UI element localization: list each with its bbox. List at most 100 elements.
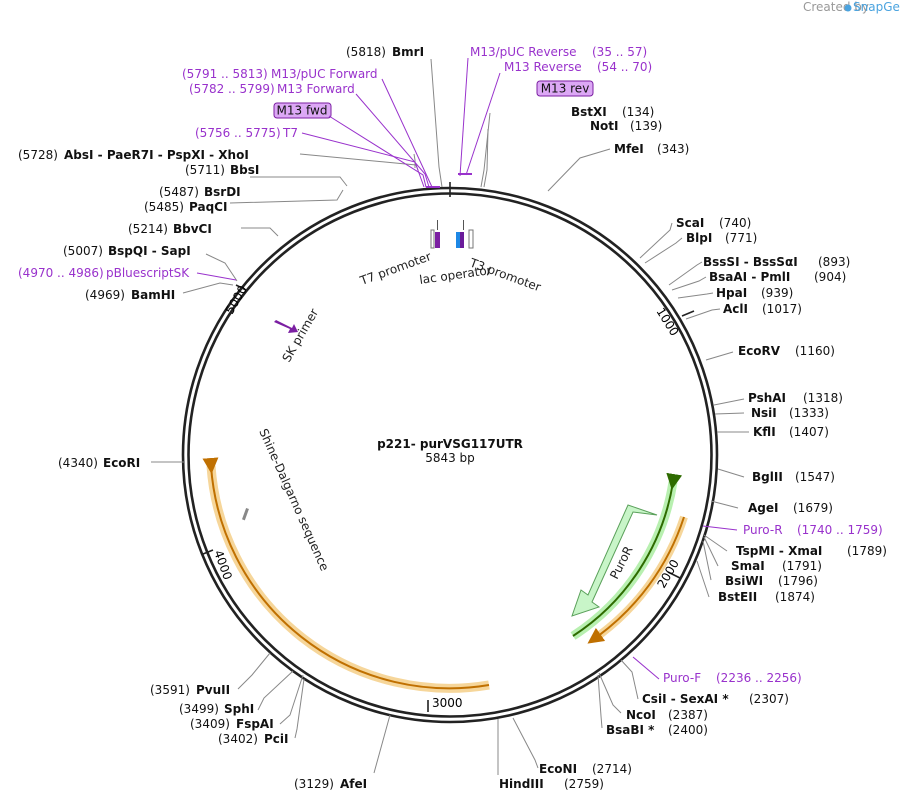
- site-sphi: SphI: [224, 702, 254, 716]
- site-bsteii: BstEII: [718, 590, 757, 604]
- primer-pbluescript-range: (4970 .. 4986): [18, 266, 104, 280]
- site-bbsi-pos: (5711): [185, 163, 225, 177]
- plasmid-length: 5843 bp: [425, 451, 475, 465]
- primer-t7-range: (5756 .. 5775): [195, 126, 281, 140]
- orange-feature-arrow: [202, 457, 490, 690]
- site-scai: ScaI: [676, 216, 704, 230]
- site-nsii: NsiI: [751, 406, 777, 420]
- site-pcii: PciI: [264, 732, 289, 746]
- site-noti: NotI: [590, 119, 619, 133]
- primer-puro-r-name: Puro-R: [743, 523, 783, 537]
- site-bbvci-pos: (5214): [128, 222, 168, 236]
- site-hpai-pos: (939): [761, 286, 793, 300]
- primer-puro-f-name: Puro-F: [663, 671, 701, 685]
- site-smai: SmaI: [731, 559, 765, 573]
- site-noti-pos: (139): [630, 119, 662, 133]
- site-leader-lines: [151, 58, 749, 775]
- site-csii: CsiI - SexAI *: [642, 692, 729, 706]
- site-absi: AbsI - PaeR7I - PspXI - XhoI: [64, 148, 249, 162]
- site-bglii: BglII: [752, 470, 783, 484]
- site-tspmi-pos: (1789): [847, 544, 887, 558]
- primer-puro-f-range: (2236 .. 2256): [716, 671, 802, 685]
- primer-m13-reverse-range: (54 .. 70): [597, 60, 652, 74]
- site-acli-pos: (1017): [762, 302, 802, 316]
- orange-feature-highlight: [206, 465, 490, 693]
- site-ecorv-pos: (1160): [795, 344, 835, 358]
- site-pshai-pos: (1318): [803, 391, 843, 405]
- site-bamhi-pos: (4969): [85, 288, 125, 302]
- site-ncoi: NcoI: [626, 708, 656, 722]
- site-ecori: EcoRI: [103, 456, 140, 470]
- site-agei-pos: (1679): [793, 501, 833, 515]
- m13-fwd-box: [273, 102, 332, 119]
- site-tspmi: TspMI - XmaI: [736, 544, 822, 558]
- site-csii-pos: (2307): [749, 692, 789, 706]
- site-afei-pos: (3129): [294, 777, 334, 791]
- site-bsssi-pos: (893): [818, 255, 850, 269]
- puror-feature-arrow: [571, 504, 658, 617]
- m13-fwd-label: M13 fwd: [277, 104, 328, 118]
- site-paqci: PaqCI: [189, 200, 227, 214]
- site-bspqi: BspQI - SapI: [108, 244, 191, 258]
- green-feature-arrow: [572, 472, 683, 637]
- site-scai-pos: (740): [719, 216, 751, 230]
- site-bmri-pos: (5818): [346, 45, 386, 59]
- primer-labels: M13/pUC Reverse (35 .. 57) M13 Reverse (…: [18, 45, 883, 685]
- site-bsabi: BsaBI *: [606, 723, 655, 737]
- site-nsii-pos: (1333): [789, 406, 829, 420]
- site-ecori-pos: (4340): [58, 456, 98, 470]
- site-bsabi-pos: (2400): [668, 723, 708, 737]
- primer-m13-forward-name: M13 Forward: [277, 82, 355, 96]
- site-ecorv: EcoRV: [738, 344, 781, 358]
- site-bbsi: BbsI: [230, 163, 259, 177]
- site-pvuii-pos: (3591): [150, 683, 190, 697]
- site-blpi: BlpI: [686, 231, 712, 245]
- site-bsiwi: BsiWI: [725, 574, 763, 588]
- primer-m13-forward-range: (5782 .. 5799): [189, 82, 275, 96]
- site-hindiii-pos: (2759): [564, 777, 604, 791]
- site-absi-pos: (5728): [18, 148, 58, 162]
- primer-t7-name: T7: [282, 126, 298, 140]
- site-econi: EcoNI: [539, 762, 577, 776]
- tick-label-5000: 5000: [222, 283, 249, 316]
- sk-primer-glyph: [274, 320, 298, 333]
- shine-dalgarno-label: Shine-Dalgarno sequence: [256, 427, 331, 573]
- site-blpi-pos: (771): [725, 231, 757, 245]
- m13-rev-label: M13 rev: [541, 82, 590, 96]
- primer-leader-lines: [196, 57, 738, 680]
- tick-marks: [202, 182, 695, 712]
- site-acli: AclI: [723, 302, 748, 316]
- site-bspqi-pos: (5007): [63, 244, 103, 258]
- m13-rev-box: [536, 80, 594, 97]
- primer-m13puc-reverse-range: (35 .. 57): [592, 45, 647, 59]
- primer-m13puc-forward-range: (5791 .. 5813): [182, 67, 268, 81]
- site-bsrdi-pos: (5487): [159, 185, 199, 199]
- site-afei: AfeI: [340, 777, 367, 791]
- site-paqci-pos: (5485): [144, 200, 184, 214]
- primer-m13-reverse-name: M13 Reverse: [504, 60, 582, 74]
- primer-m13puc-reverse-name: M13/pUC Reverse: [470, 45, 577, 59]
- site-ncoi-pos: (2387): [668, 708, 708, 722]
- site-bamhi: BamHI: [131, 288, 175, 302]
- site-bsrdi: BsrDI: [204, 185, 241, 199]
- site-smai-pos: (1791): [782, 559, 822, 573]
- site-fspai: FspAI: [236, 717, 274, 731]
- primer-mark-m13rev: [458, 173, 472, 175]
- site-pvuii: PvuII: [196, 683, 230, 697]
- site-bmri: BmrI: [392, 45, 424, 59]
- site-pcii-pos: (3402): [218, 732, 258, 746]
- created-by-text: Created by: [803, 0, 869, 14]
- site-hindiii: HindIII: [499, 777, 544, 791]
- site-econi-pos: (2714): [592, 762, 632, 776]
- site-bsaai: BsaAI - PmlI: [709, 270, 790, 284]
- site-fspai-pos: (3409): [190, 717, 230, 731]
- right-enzyme-sites: BstXI (134) NotI (139) MfeI (343) ScaI (…: [499, 105, 887, 791]
- site-agei: AgeI: [748, 501, 778, 515]
- primer-puro-r-range: (1740 .. 1759): [797, 523, 883, 537]
- site-mfei-pos: (343): [657, 142, 689, 156]
- promoter-glyphs: [430, 220, 474, 249]
- site-bsteii-pos: (1874): [775, 590, 815, 604]
- site-kfli-pos: (1407): [789, 425, 829, 439]
- site-kfli: KflI: [753, 425, 776, 439]
